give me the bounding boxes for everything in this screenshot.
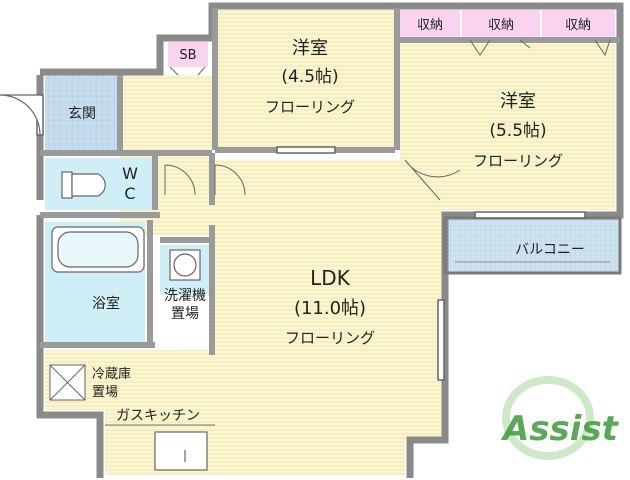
toilet-fixture bbox=[61, 171, 106, 199]
balcony-label: バルコニー bbox=[515, 242, 585, 258]
floor-storage-3 bbox=[542, 10, 615, 40]
shoebox-label: SB bbox=[179, 48, 196, 63]
ldk-floor: フローリング bbox=[285, 329, 375, 347]
floor-western-a bbox=[215, 10, 395, 150]
floor-storage-2 bbox=[462, 10, 540, 40]
western-a-name: 洋室 bbox=[292, 38, 328, 59]
storage-label-1: 収納 bbox=[417, 18, 443, 33]
entrance-label: 玄関 bbox=[68, 105, 96, 122]
fridge-label-2: 置場 bbox=[92, 385, 118, 400]
ldk-door-swing bbox=[214, 164, 246, 196]
storage-label-3: 収納 bbox=[565, 18, 591, 33]
toilet-label-w: W bbox=[122, 164, 138, 183]
western-b-door-swing bbox=[404, 159, 461, 201]
western-a-floor: フローリング bbox=[265, 98, 355, 116]
kitchen-sink bbox=[154, 431, 208, 471]
ldk-name: LDK bbox=[310, 266, 351, 290]
floor-shoebox bbox=[168, 42, 208, 67]
floor-storage-1 bbox=[400, 10, 460, 40]
toilet-door-swing bbox=[164, 164, 196, 196]
floor-balcony bbox=[445, 218, 620, 273]
floor-entrance bbox=[45, 75, 120, 150]
floor-ldk bbox=[212, 160, 442, 440]
kitchen-label: ガスキッチン bbox=[116, 408, 200, 424]
washer-label-2: 置場 bbox=[171, 306, 199, 322]
storage-label-2: 収納 bbox=[488, 18, 514, 33]
washer-label-1: 洗濯機 bbox=[164, 288, 206, 304]
bathtub bbox=[51, 226, 145, 273]
svg-text:Assist: Assist bbox=[500, 409, 620, 449]
toilet-label-c: C bbox=[124, 184, 135, 203]
fridge-space bbox=[49, 364, 86, 401]
western-a-size: (4.5帖) bbox=[281, 67, 338, 87]
bath-label: 浴室 bbox=[92, 295, 120, 312]
washer-fixture bbox=[169, 249, 201, 281]
western-b-floor: フローリング bbox=[473, 152, 563, 170]
western-b-size: (5.5帖) bbox=[489, 121, 546, 141]
ldk-size: (11.0帖) bbox=[294, 298, 366, 319]
room-labels: 洋室 (4.5帖) フローリング 洋室 (5.5帖) フローリング LDK (1… bbox=[68, 18, 591, 424]
closet-door-marks bbox=[169, 39, 611, 76]
fridge-label-1: 冷蔵庫 bbox=[92, 367, 131, 382]
entrance-door-swing bbox=[0, 94, 41, 136]
western-b-name: 洋室 bbox=[500, 91, 536, 112]
assist-logo: Assist bbox=[500, 376, 620, 460]
